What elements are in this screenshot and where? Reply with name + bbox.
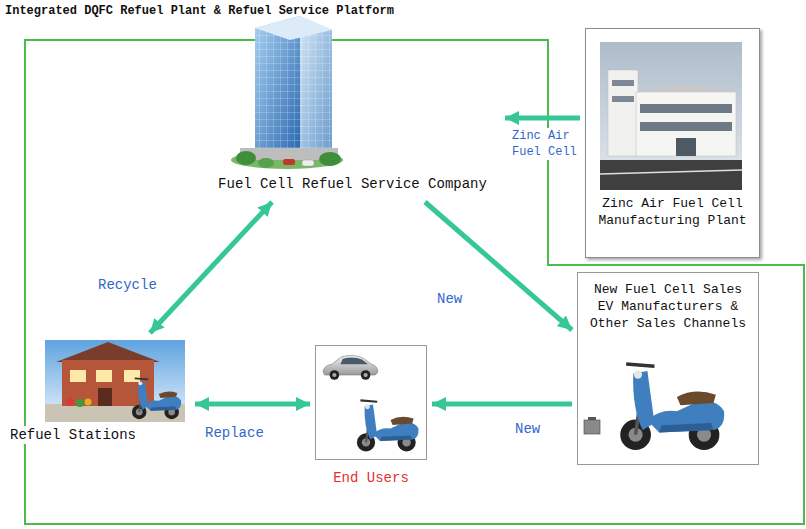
node-label: New Fuel Cell Sales EV Manufacturers & O… <box>588 281 748 332</box>
flow-arrow <box>150 202 272 333</box>
factory-photo <box>600 42 742 190</box>
end-users-box: End Users <box>315 345 427 460</box>
edge-label: Recycle <box>98 276 162 294</box>
flow-arrow <box>432 402 572 407</box>
edge-label-wrap: New <box>437 290 467 308</box>
edge-label-wrap: Replace <box>205 424 269 442</box>
edge-label-wrap: New <box>515 420 545 438</box>
edge-label-wrap: Zinc Air Fuel Cell <box>512 128 582 160</box>
flow-arrow <box>195 402 310 407</box>
node-label: End Users <box>296 469 446 487</box>
edge-label: New <box>437 290 467 308</box>
sales-vehicles <box>584 364 724 450</box>
edge-label: Zinc Air Fuel Cell <box>512 128 582 160</box>
platform-boundary <box>25 40 804 524</box>
title-wrap: Integrated DQFC Refuel Plant & Refuel Se… <box>5 4 394 18</box>
diagram-title: Integrated DQFC Refuel Plant & Refuel Se… <box>5 4 394 18</box>
sales-channel-box: New Fuel Cell Sales EV Manufacturers & O… <box>577 272 759 465</box>
flow-arrow <box>505 116 580 121</box>
node-label: Zinc Air Fuel Cell Manufacturing Plant <box>596 195 749 229</box>
edge-label-wrap: Recycle <box>98 276 162 294</box>
node-label: Fuel Cell Refuel Service Company <box>209 175 496 193</box>
edge-label: New <box>515 420 545 438</box>
flow-arrow <box>425 202 572 330</box>
edge-label: Replace <box>205 424 269 442</box>
refuel-station: Refuel Stations <box>8 338 190 446</box>
service-company: Fuel Cell Refuel Service Company <box>205 15 500 197</box>
refuel-station-picture <box>45 340 185 422</box>
office-building <box>231 16 343 169</box>
node-label: Refuel Stations <box>10 426 188 444</box>
manufacturing-plant-box: Zinc Air Fuel Cell Manufacturing Plant <box>585 28 760 258</box>
end-user-vehicles <box>323 355 419 451</box>
